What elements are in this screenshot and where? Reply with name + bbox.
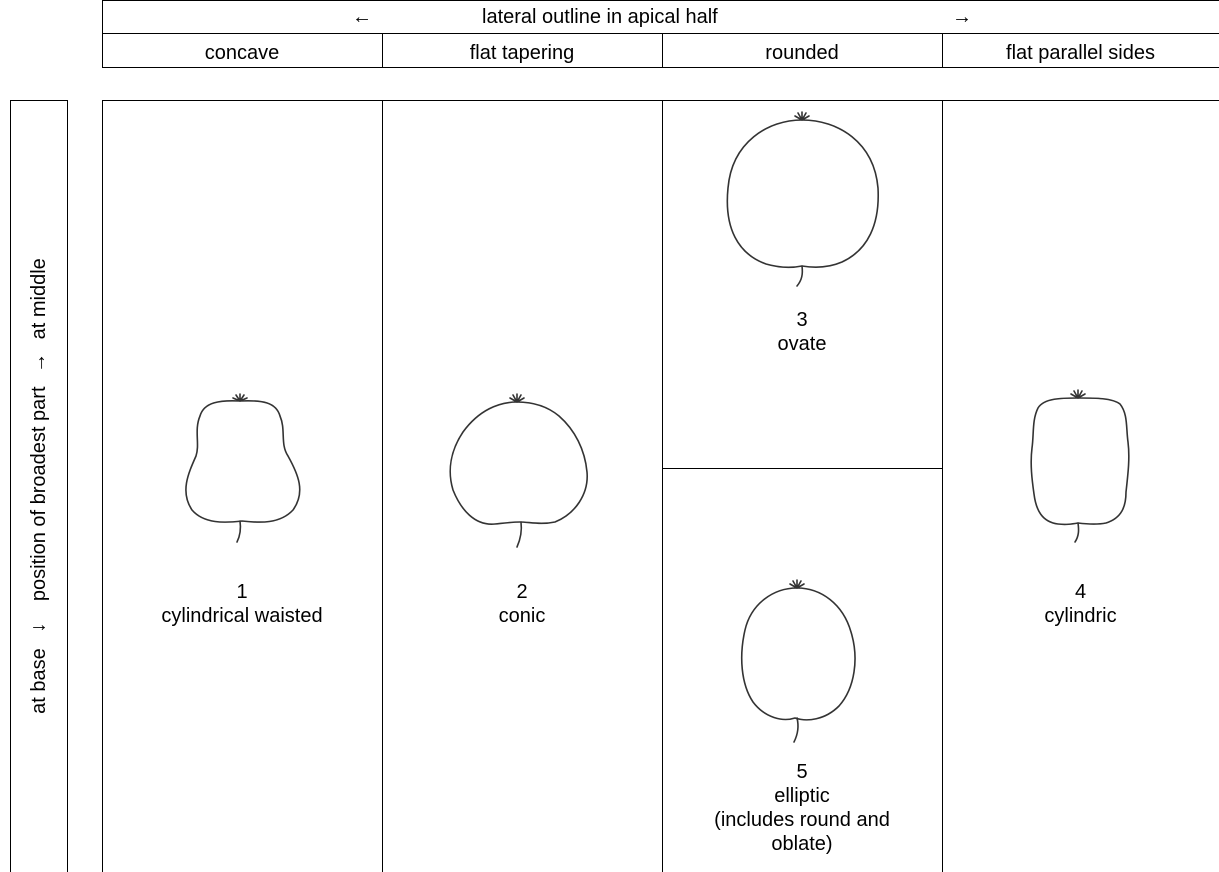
grid-col-divider-1 xyxy=(382,100,383,872)
side-arrow-down: → xyxy=(29,613,49,636)
elliptic-fruit-outline xyxy=(740,579,856,743)
shape3-name: ovate xyxy=(777,333,827,355)
header-arrow-right: → xyxy=(952,6,972,28)
shape1-name: cylindrical waisted xyxy=(161,605,323,627)
side-axis-box xyxy=(10,100,68,872)
header-title: lateral outline in apical half xyxy=(482,6,718,28)
side-label-broadest: position of broadest part xyxy=(28,386,50,602)
shape2-name: conic xyxy=(498,605,546,627)
shape1-number: 1 xyxy=(236,581,248,603)
grid-col-divider-3 xyxy=(942,100,943,872)
shape-grid xyxy=(102,100,1219,872)
shape4-name: cylindric xyxy=(1044,605,1117,627)
cylindric-fruit-outline xyxy=(1030,389,1130,543)
column-header-rounded: rounded xyxy=(765,42,839,64)
conic-fruit-outline xyxy=(449,393,588,548)
side-label-at-middle: at middle xyxy=(28,258,50,340)
column-header-concave: concave xyxy=(204,42,280,64)
shape4-number: 4 xyxy=(1074,581,1087,603)
header-col-divider-3 xyxy=(942,33,943,68)
header-col-divider-2 xyxy=(662,33,663,68)
shape2-number: 2 xyxy=(516,581,528,603)
rounded-cell-divider xyxy=(662,468,942,469)
shape5-number: 5 xyxy=(796,761,808,783)
header-divider xyxy=(102,33,1219,34)
side-label-at-base: at base xyxy=(28,648,50,714)
shape3-number: 3 xyxy=(796,309,808,331)
header-arrow-left: ← xyxy=(352,6,372,28)
ovate-fruit-outline xyxy=(726,111,879,287)
side-arrow-up: → xyxy=(28,352,50,373)
grid-col-divider-2 xyxy=(662,100,663,872)
shape5-note: (includes round and oblate) xyxy=(714,809,890,855)
header-table xyxy=(102,0,1219,68)
cylindrical-waisted-fruit-outline xyxy=(185,393,301,543)
column-header-flat-parallel-sides: flat parallel sides xyxy=(1006,42,1155,64)
column-header-flat-tapering: flat tapering xyxy=(469,42,575,64)
shape5-name: elliptic xyxy=(774,785,830,807)
header-col-divider-1 xyxy=(382,33,383,68)
